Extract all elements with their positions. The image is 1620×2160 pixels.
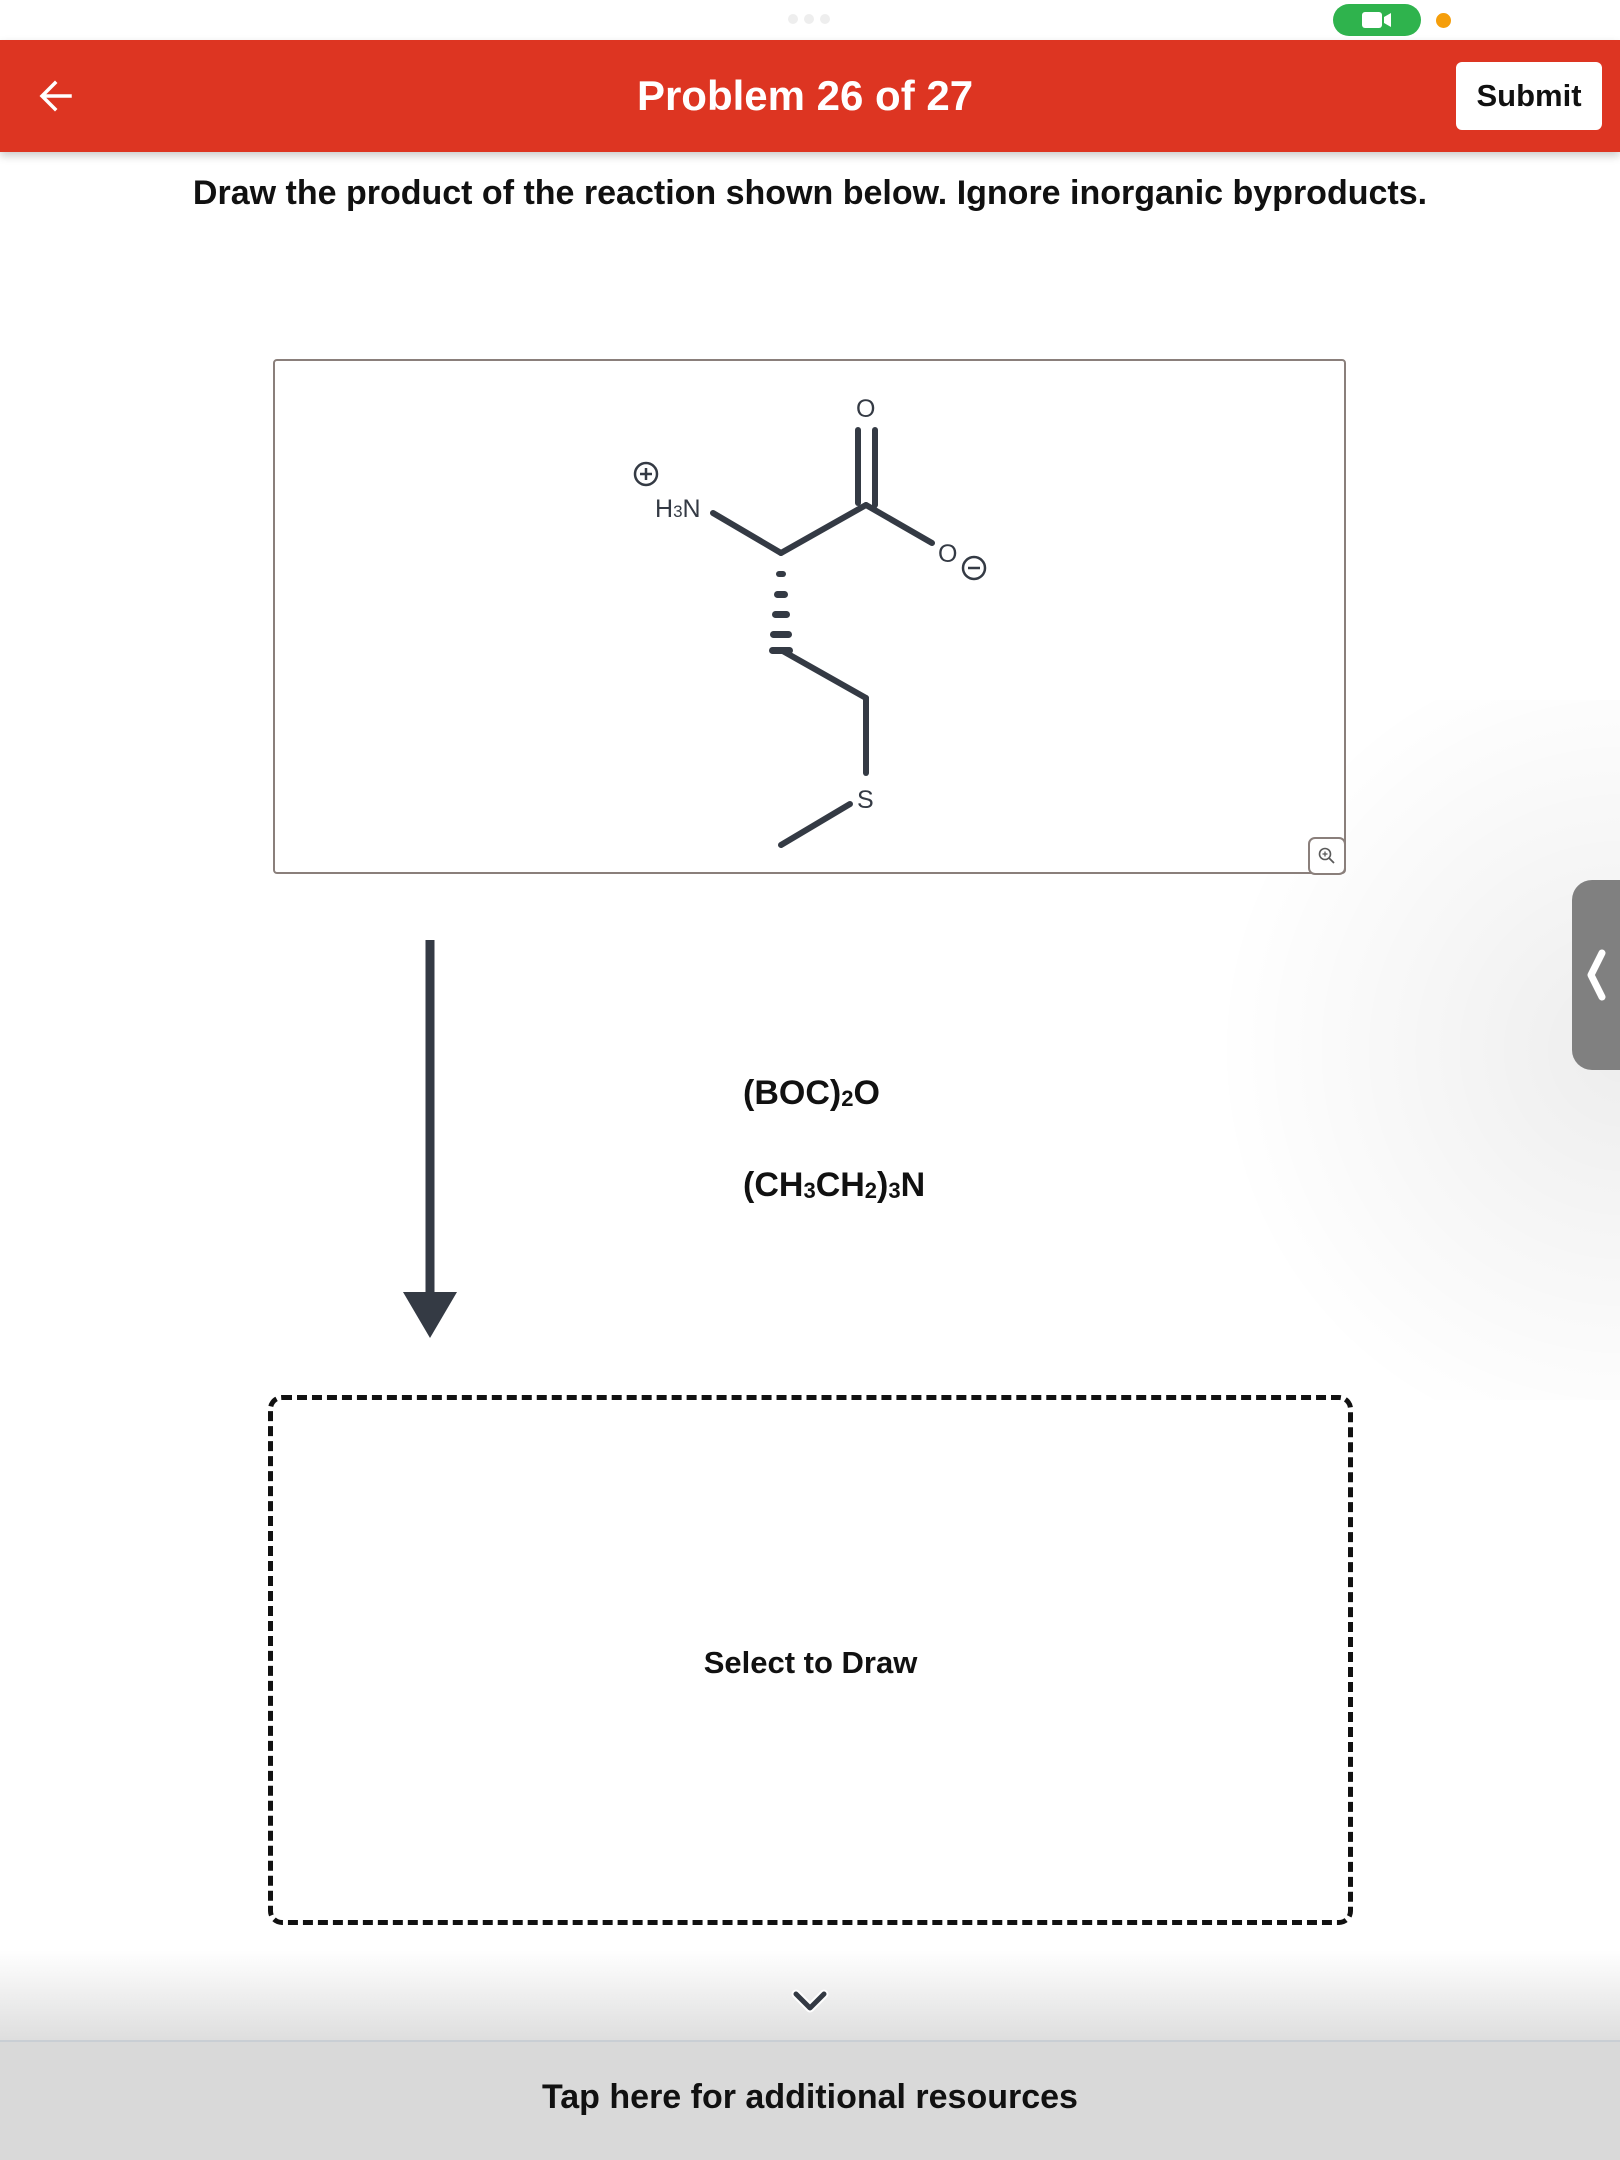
- zoom-in-icon: [1318, 847, 1335, 864]
- resources-label: Tap here for additional resources: [542, 2078, 1078, 2116]
- multitask-dots[interactable]: [788, 14, 830, 24]
- reactant-molecule: H3N O O S: [633, 395, 987, 848]
- status-bar: [0, 0, 1620, 40]
- back-button[interactable]: [30, 70, 82, 122]
- reagent-boc-anhydride: (BOC)2O: [743, 1074, 880, 1112]
- chevron-down-icon: [791, 1989, 829, 2013]
- side-panel-toggle[interactable]: [1572, 880, 1620, 1070]
- page-title: Problem 26 of 27: [636, 72, 974, 119]
- amine-label: H3N: [655, 495, 701, 523]
- footer-fade: [0, 1950, 1620, 2040]
- carbonyl-oxygen-label: O: [856, 395, 875, 423]
- carboxylate-oxygen-label: O: [938, 540, 957, 568]
- select-to-draw-label: Select to Draw: [703, 1645, 918, 1680]
- arrow-left-icon: [39, 80, 72, 112]
- question-prompt: Draw the product of the reaction shown b…: [192, 174, 1428, 212]
- chevron-left-icon: [1587, 949, 1606, 1001]
- camera-indicator: [1333, 4, 1421, 36]
- arrow-down-icon: [403, 940, 457, 1338]
- zoom-structure-button[interactable]: [1308, 837, 1346, 875]
- negative-charge-icon: [961, 555, 987, 581]
- answer-drawing-area[interactable]: Select to Draw: [268, 1395, 1353, 1925]
- positive-charge-icon: [633, 461, 659, 487]
- submit-button[interactable]: Submit: [1456, 62, 1602, 130]
- mic-indicator: [1436, 13, 1451, 28]
- additional-resources-bar[interactable]: Tap here for additional resources: [0, 2040, 1620, 2160]
- header-bar: Problem 26 of 27 Submit: [0, 40, 1620, 152]
- reagent-triethylamine: (CH3CH2)3N: [743, 1166, 926, 1204]
- reactant-structure-box: [273, 359, 1346, 874]
- sulfur-label: S: [857, 786, 874, 814]
- expand-button[interactable]: [790, 1988, 830, 2019]
- video-camera-icon: [1362, 12, 1391, 28]
